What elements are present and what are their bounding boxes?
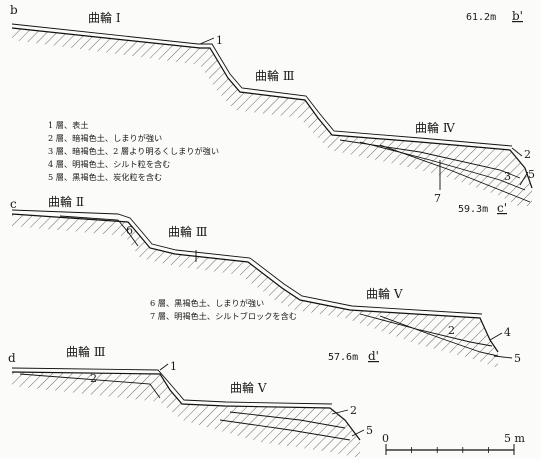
section-d-layer-2-a: [19, 373, 161, 399]
section-d-kuruwa-2: 曲輪 Ⅴ: [230, 380, 267, 395]
legend-a-line-2: 2 層、暗褐色土、しまりが強い: [48, 133, 162, 143]
section-c-end-label: c': [497, 201, 507, 215]
section-b-elevation: 61.2m: [466, 12, 496, 23]
section-c-leader-5: [493, 355, 513, 359]
section-b-layer-5: [379, 144, 531, 203]
section-c-layer-num-5: 5: [514, 352, 521, 365]
section-b-layer-2: [339, 139, 521, 179]
section-c: c c' 61.2m 59.3m 曲輪 Ⅱ 曲輪 Ⅲ 曲輪 Ⅴ 6 2 4 5: [10, 194, 521, 368]
section-d-kuruwa-1: 曲輪 Ⅲ: [66, 344, 105, 359]
section-b-surface-1: [11, 23, 513, 147]
scale-bar-max: 5 m: [504, 432, 525, 445]
section-b: b b' 61.2m 曲輪 I 曲輪 Ⅲ 曲輪 Ⅳ 1 2 3 5 7: [10, 3, 535, 206]
legend-b: 6 層、黒褐色土、しまりが強い 7 層、明褐色土、シルトブロックを含む: [150, 298, 297, 321]
section-d-leader-1: [159, 363, 169, 371]
section-b-layer-num-1: 1: [216, 34, 223, 47]
section-d-layer-num-2b: 2: [350, 404, 357, 417]
section-b-layer-num-2: 2: [524, 148, 531, 161]
section-b-kuruwa-1: 曲輪 I: [88, 10, 121, 25]
section-b-layer-num-3: 3: [504, 170, 511, 183]
legend-a-line-5: 5 層、黒褐色土、炭化粒を含む: [48, 172, 162, 182]
section-d-ground-line: [11, 371, 361, 441]
section-c-kuruwa-1: 曲輪 Ⅱ: [48, 194, 84, 209]
section-d-end-label: d': [368, 349, 379, 363]
section-b-leader-2: [511, 147, 523, 157]
section-c-layer-num-2: 2: [448, 324, 455, 337]
legend-b-line-2: 7 層、明褐色土、シルトブロックを含む: [150, 311, 297, 321]
section-d-layer-num-2a: 2: [90, 372, 97, 385]
section-b-end-label: b': [512, 9, 523, 23]
section-c-ground-line: [11, 213, 499, 353]
section-d-elevation: 57.6m: [328, 352, 358, 363]
section-c-leader-4: [489, 332, 503, 341]
section-c-ground-hatch: [12, 214, 498, 368]
section-b-kuruwa-2: 曲輪 Ⅲ: [255, 68, 294, 83]
section-c-layer-6: [59, 215, 139, 247]
section-d-layer-num-1: 1: [170, 360, 177, 373]
section-c-layer-num-4: 4: [504, 326, 511, 339]
scale-bar-zero: 0: [382, 432, 389, 445]
section-c-surface-1: [11, 209, 483, 315]
section-c-layer-2: [359, 313, 493, 347]
section-d-ground-hatch: [12, 372, 360, 458]
section-d-start-label: d: [8, 351, 16, 365]
section-b-leader-1: [199, 37, 215, 45]
section-d-leader-5: [351, 429, 365, 437]
section-c-kuruwa-2: 曲輪 Ⅲ: [168, 224, 207, 239]
section-b-leader-5: [519, 171, 529, 186]
section-b-layer-num-5: 5: [528, 168, 535, 181]
section-d: d d' 57.6m 曲輪 Ⅲ 曲輪 Ⅴ 1 2 2 5: [8, 344, 379, 458]
section-b-ground-line: [11, 27, 533, 189]
section-b-end-elevation: 59.3m: [458, 204, 488, 215]
section-d-leader-2: [331, 409, 349, 415]
section-b-kuruwa-3: 曲輪 Ⅳ: [415, 120, 456, 135]
section-d-layer-2-b: [229, 411, 346, 429]
section-b-ground-hatch: [12, 28, 532, 206]
legend-a: 1 層、表土 2 層、暗褐色土、しまりが強い 3 層、暗褐色土、2 層より明るく…: [48, 120, 219, 182]
legend-b-line-1: 6 層、黒褐色土、しまりが強い: [150, 298, 264, 308]
section-b-start-label: b: [10, 3, 18, 17]
section-c-start-label: c: [10, 197, 17, 211]
legend-a-line-4: 4 層、明褐色土、シルト粒を含む: [48, 159, 170, 169]
section-c-kuruwa-3: 曲輪 Ⅴ: [366, 286, 403, 301]
section-c-layer-num-6: 6: [126, 224, 133, 237]
section-d-layer-num-5: 5: [366, 424, 373, 437]
section-d-surface-1: [11, 367, 333, 405]
section-b-layer-num-7: 7: [434, 192, 441, 205]
scale-bar: 0 5 m: [382, 432, 525, 455]
section-d-layer-5: [219, 419, 351, 441]
section-b-layer-3: [359, 141, 526, 191]
section-c-layer-5: [379, 315, 499, 357]
legend-a-line-1: 1 層、表土: [48, 120, 89, 130]
legend-a-line-3: 3 層、暗褐色土、2 層より明るくしまりが強い: [48, 146, 219, 156]
